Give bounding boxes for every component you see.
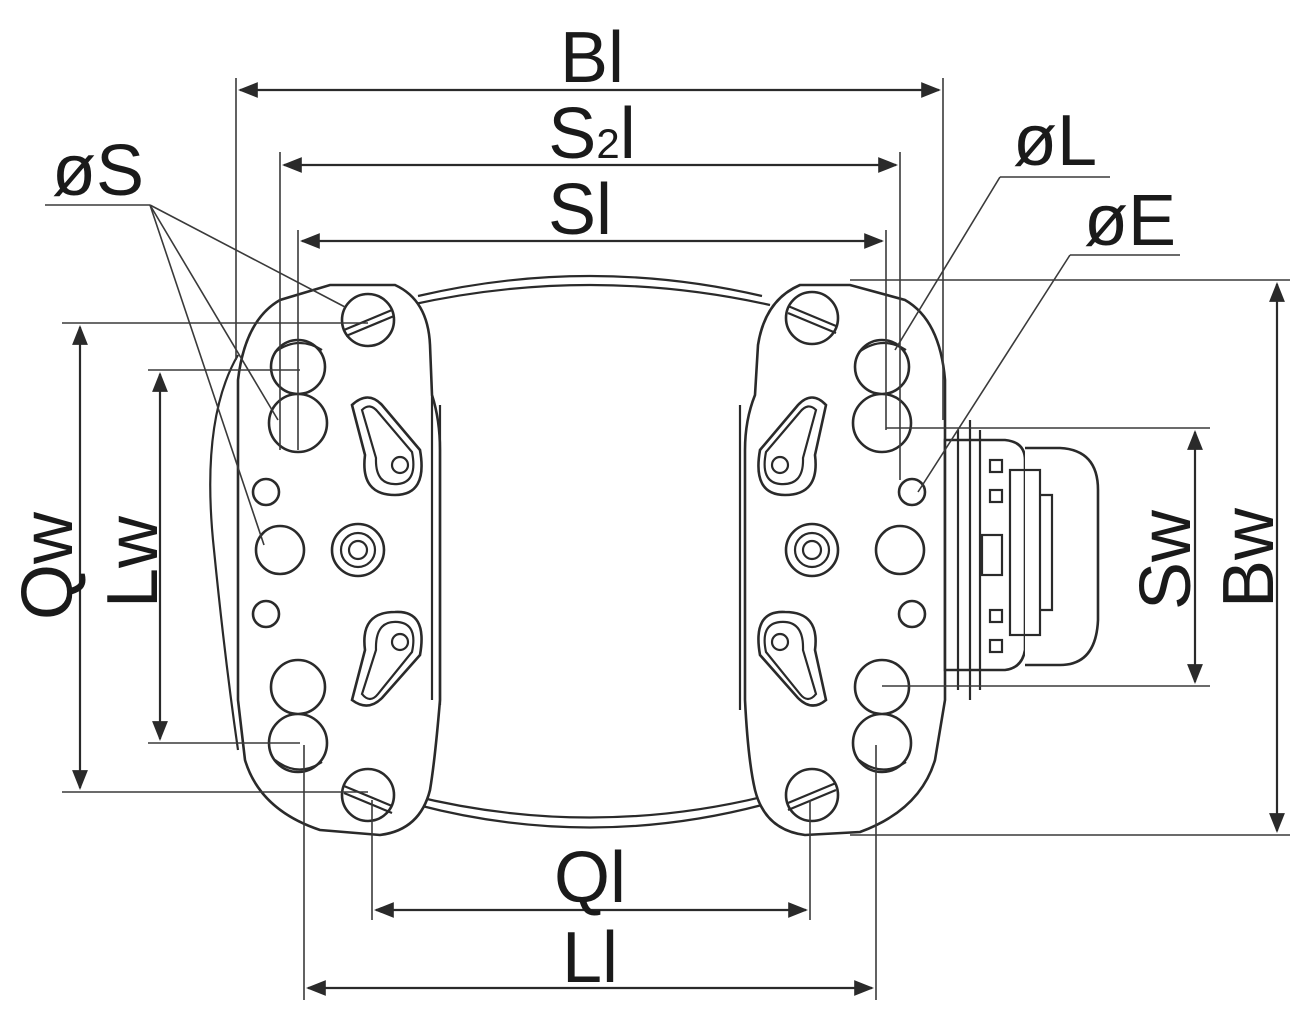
top-connector-curve-inner [417, 274, 763, 298]
screw-right-top [784, 290, 840, 346]
label-ql: Ql [554, 838, 626, 918]
keyhole-clip-left-bottom [350, 610, 423, 707]
screw-right-bottom [784, 767, 840, 823]
label-s2l-tail: l [620, 94, 636, 174]
hole-right-small-top [897, 477, 927, 507]
slot-left-bottom [267, 658, 329, 774]
top-connector-curve [409, 283, 771, 307]
leader-lines [45, 176, 1180, 546]
left-plate-curved-edge [209, 354, 240, 751]
bottom-connector-curve-inner [417, 803, 763, 829]
dimension-labels: Bl S2l Sl Ql Ll øS øL øE Qw Lw Sw Bw [8, 18, 1289, 998]
screw-left-top [340, 292, 396, 348]
label-ll: Ll [562, 918, 618, 998]
label-sl: Sl [548, 170, 612, 250]
keyhole-clip-right-top [757, 396, 828, 497]
slot-right-bottom [851, 658, 913, 774]
bracket-part [209, 274, 1100, 837]
label-bl: Bl [560, 18, 624, 98]
label-s2l-sub: 2 [596, 120, 619, 167]
label-lw: Lw [93, 515, 173, 608]
hole-left-small-bottom [251, 599, 281, 629]
hole-right-large [874, 524, 926, 576]
phi-l-leader [894, 176, 1001, 351]
phi-s-leader-screw [149, 204, 346, 308]
side-connector [943, 420, 1100, 700]
center-boss-right [784, 522, 840, 578]
label-phi-l: øL [1013, 101, 1097, 181]
keyhole-clip-left-top [350, 396, 423, 497]
phi-s-leader-slot [149, 204, 279, 421]
phi-e-leader [917, 254, 1071, 493]
hole-left-large [254, 524, 306, 576]
label-sw: Sw [1126, 509, 1206, 610]
label-qw: Qw [8, 511, 88, 620]
label-bw: Bw [1209, 507, 1289, 608]
label-phi-s: øS [52, 131, 144, 211]
hole-right-small-bottom [897, 599, 927, 629]
keyhole-clip-right-bottom [757, 610, 828, 707]
label-phi-e: øE [1084, 181, 1176, 261]
label-s2l: S2l [548, 94, 635, 174]
bottom-connector-curve [409, 793, 771, 819]
center-boss-left [330, 522, 386, 578]
hole-left-small-top [251, 477, 281, 507]
label-s2l-main: S [548, 94, 596, 174]
screw-left-bottom [340, 767, 396, 823]
phi-s-leader-hole [149, 204, 265, 546]
slot-right-top [851, 338, 913, 454]
dimension-lines [62, 78, 1290, 1000]
